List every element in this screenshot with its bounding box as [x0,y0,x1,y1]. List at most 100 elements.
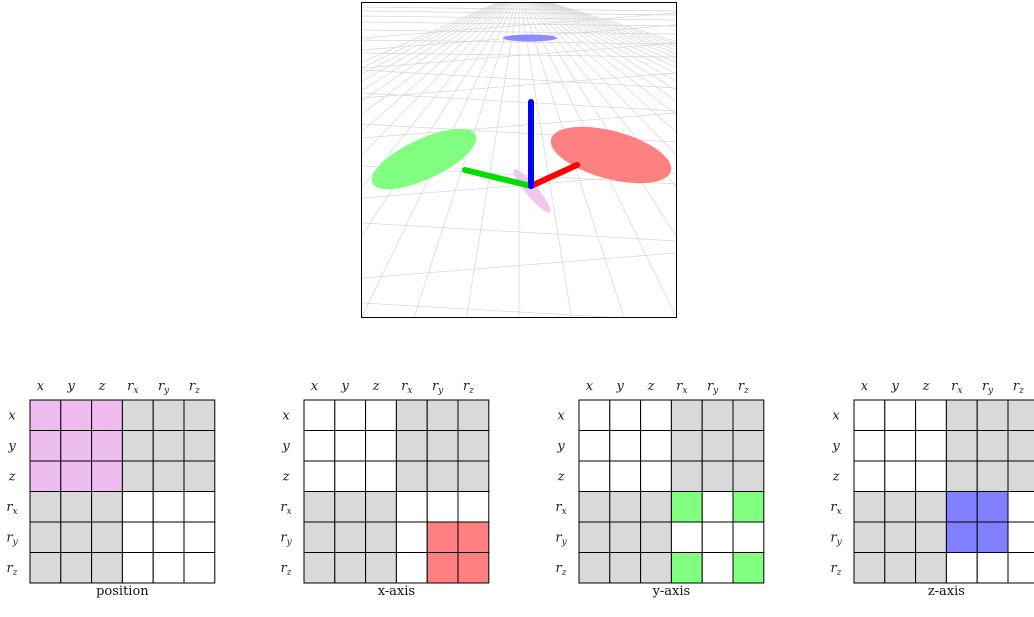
3d-viewport[interactable] [361,2,677,318]
matrix-cell [457,430,490,462]
matrix-cell [976,491,1009,523]
matrix-cell [395,460,428,492]
matrix-cell [365,521,397,553]
matrix-cell [60,552,93,584]
row-label: x [282,408,290,423]
matrix-cell [945,430,978,462]
matrix-cell [121,552,154,584]
matrix-cell [457,552,490,584]
column-label: z [922,379,930,394]
matrix-cell [29,430,62,462]
row-label: y [556,439,565,454]
matrix-cell [915,552,947,584]
matrix-cell [426,521,459,553]
matrix-cell [183,552,216,584]
matrix-cell [915,521,947,553]
column-label: ry [982,379,994,396]
column-label: rz [1013,379,1024,396]
matrix-cell [701,460,734,492]
matrix-cell [670,491,703,523]
matrix-cell [640,399,672,431]
column-label: z [647,379,655,394]
row-label: rx [6,500,17,517]
matrix-cell [1007,399,1034,431]
matrix-cell [853,399,886,431]
matrix-cell [29,491,62,523]
matrix-cell [609,460,642,492]
column-label: x [586,379,594,394]
matrix-cell [640,552,672,584]
matrix-cell [640,460,672,492]
matrix-cell [395,430,428,462]
row-label: rz [556,561,567,578]
matrix-cell [121,521,154,553]
matrix-cell [884,399,917,431]
matrix-cell [183,521,216,553]
matrix-cell [457,521,490,553]
matrix-cell [884,491,917,523]
column-label: y [67,379,76,394]
matrix-cell [152,491,185,523]
matrix-cell [732,521,765,553]
matrix-cell [640,521,672,553]
matrix-cell [29,521,62,553]
matrix-cell [303,399,336,431]
matrix-cell [426,460,459,492]
x-axis-ellipse [550,126,672,184]
column-label: ry [158,379,170,396]
matrix-cell [303,552,336,584]
matrix-caption: x-axis [378,584,415,599]
matrix-cell [29,460,62,492]
column-label: rz [189,379,200,396]
matrix-cell [334,460,367,492]
matrix-cell [457,491,490,523]
matrix-cell [884,552,917,584]
matrix-cell [976,430,1009,462]
matrix-cell [60,399,93,431]
matrix-cell [426,552,459,584]
matrix-cell [884,521,917,553]
row-label: ry [6,530,18,547]
matrix-cell [701,399,734,431]
matrix-cell [853,491,886,523]
matrix-cell [578,399,611,431]
matrix-cell [915,399,947,431]
matrix-cell [91,430,123,462]
matrix-cell [976,460,1009,492]
matrix-cell [976,521,1009,553]
row-label: x [557,408,565,423]
row-label: x [832,408,840,423]
column-label: rx [127,379,138,396]
matrix-cell [884,460,917,492]
matrix-cell [303,491,336,523]
matrix-cell [670,460,703,492]
matrix-cell [732,430,765,462]
row-label: x [8,408,16,423]
matrix-cell [670,552,703,584]
column-label: z [372,379,380,394]
matrix-cell [945,552,978,584]
y-axis-line [462,167,534,189]
matrix-cell [945,460,978,492]
matrix-cell [578,521,611,553]
matrix-cell [670,521,703,553]
matrix-cell [365,399,397,431]
row-label: ry [830,530,842,547]
matrix-cell [152,460,185,492]
matrix-cell [60,491,93,523]
column-label: x [37,379,45,394]
matrix-cell [395,521,428,553]
matrix-cell [640,491,672,523]
column-label: rx [951,379,962,396]
matrix-cell [457,399,490,431]
matrix-cell [121,430,154,462]
row-label: rz [831,561,842,578]
matrix-cell [1007,521,1034,553]
column-label: ry [707,379,719,396]
matrix-cell [578,552,611,584]
matrix-cell [732,552,765,584]
matrix-cell [945,491,978,523]
matrix-cell [334,430,367,462]
matrix-cell [365,430,397,462]
